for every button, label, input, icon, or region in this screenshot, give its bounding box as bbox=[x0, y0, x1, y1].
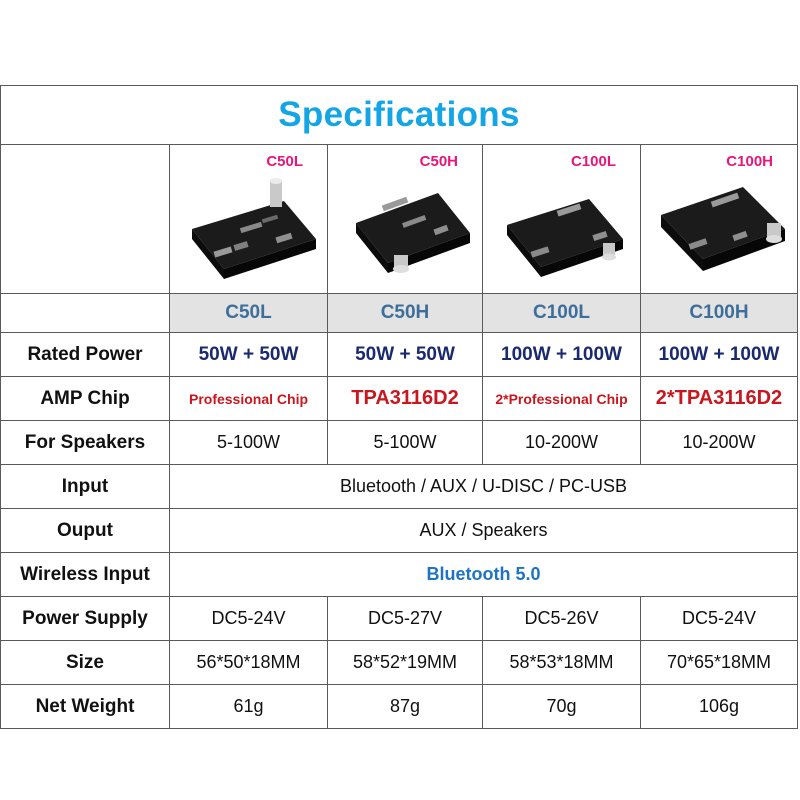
amp-chip-value: TPA3116D2 bbox=[327, 376, 483, 421]
amplifier-board-image bbox=[356, 193, 470, 273]
amplifier-board-image bbox=[192, 178, 316, 279]
model-header-row: C50L C50H C100L C100H bbox=[0, 293, 798, 333]
specifications-table: Specifications C50L C50H bbox=[0, 85, 798, 729]
model-tag: C50L bbox=[266, 153, 303, 170]
product-image-c100l: C100L bbox=[482, 144, 641, 294]
rated-power-value: 100W + 100W bbox=[482, 332, 641, 377]
rated-power-value: 50W + 50W bbox=[169, 332, 328, 377]
net-weight-value: 70g bbox=[482, 684, 641, 729]
speakers-value: 5-100W bbox=[169, 420, 328, 465]
model-tag: C100L bbox=[570, 153, 616, 170]
model-tag: C50H bbox=[419, 153, 458, 170]
image-row-blank-cell bbox=[0, 144, 170, 294]
row-label: Power Supply bbox=[0, 596, 170, 641]
wireless-input-row: Wireless Input Bluetooth 5.0 bbox=[0, 552, 798, 597]
size-row: Size 56*50*18MM 58*52*19MM 58*53*18MM 70… bbox=[0, 640, 798, 685]
net-weight-value: 61g bbox=[169, 684, 328, 729]
rated-power-value: 100W + 100W bbox=[640, 332, 798, 377]
model-tag: C100H bbox=[726, 153, 773, 170]
power-supply-value: DC5-26V bbox=[482, 596, 641, 641]
amp-chip-value: 2*Professional Chip bbox=[482, 376, 641, 421]
wireless-input-value: Bluetooth 5.0 bbox=[169, 552, 798, 597]
net-weight-row: Net Weight 61g 87g 70g 106g bbox=[0, 684, 798, 729]
model-header-blank-cell bbox=[0, 293, 170, 333]
model-header-c100l: C100L bbox=[482, 293, 641, 333]
row-label: AMP Chip bbox=[0, 376, 170, 421]
amp-chip-row: AMP Chip Professional Chip TPA3116D2 2*P… bbox=[0, 376, 798, 421]
product-image-c50h: C50H bbox=[327, 144, 483, 294]
product-image-c100h: C100H bbox=[640, 144, 798, 294]
amp-chip-value: 2*TPA3116D2 bbox=[640, 376, 798, 421]
row-label: For Speakers bbox=[0, 420, 170, 465]
row-label: Wireless Input bbox=[0, 552, 170, 597]
page-title: Specifications bbox=[278, 95, 520, 134]
input-row: Input Bluetooth / AUX / U-DISC / PC-USB bbox=[0, 464, 798, 509]
amplifier-board-image bbox=[507, 199, 623, 277]
model-header-c50l: C50L bbox=[169, 293, 328, 333]
speakers-value: 10-200W bbox=[482, 420, 641, 465]
row-label: Size bbox=[0, 640, 170, 685]
net-weight-value: 87g bbox=[327, 684, 483, 729]
rated-power-value: 50W + 50W bbox=[327, 332, 483, 377]
input-value: Bluetooth / AUX / U-DISC / PC-USB bbox=[169, 464, 798, 509]
size-value: 58*53*18MM bbox=[482, 640, 641, 685]
amp-chip-value: Professional Chip bbox=[169, 376, 328, 421]
title-cell: Specifications bbox=[0, 85, 798, 145]
model-header-c100h: C100H bbox=[640, 293, 798, 333]
for-speakers-row: For Speakers 5-100W 5-100W 10-200W 10-20… bbox=[0, 420, 798, 465]
rated-power-row: Rated Power 50W + 50W 50W + 50W 100W + 1… bbox=[0, 332, 798, 377]
row-label: Ouput bbox=[0, 508, 170, 553]
model-header-c50h: C50H bbox=[327, 293, 483, 333]
product-image-c50l: C50L bbox=[169, 144, 328, 294]
size-value: 58*52*19MM bbox=[327, 640, 483, 685]
net-weight-value: 106g bbox=[640, 684, 798, 729]
power-supply-value: DC5-24V bbox=[640, 596, 798, 641]
product-image-row: C50L C50H bbox=[0, 144, 798, 294]
size-value: 70*65*18MM bbox=[640, 640, 798, 685]
power-supply-row: Power Supply DC5-24V DC5-27V DC5-26V DC5… bbox=[0, 596, 798, 641]
row-label: Net Weight bbox=[0, 684, 170, 729]
speakers-value: 10-200W bbox=[640, 420, 798, 465]
speakers-value: 5-100W bbox=[327, 420, 483, 465]
amplifier-board-image bbox=[661, 187, 785, 271]
output-value: AUX / Speakers bbox=[169, 508, 798, 553]
row-label: Input bbox=[0, 464, 170, 509]
size-value: 56*50*18MM bbox=[169, 640, 328, 685]
row-label: Rated Power bbox=[0, 332, 170, 377]
output-row: Ouput AUX / Speakers bbox=[0, 508, 798, 553]
power-supply-value: DC5-24V bbox=[169, 596, 328, 641]
power-supply-value: DC5-27V bbox=[327, 596, 483, 641]
